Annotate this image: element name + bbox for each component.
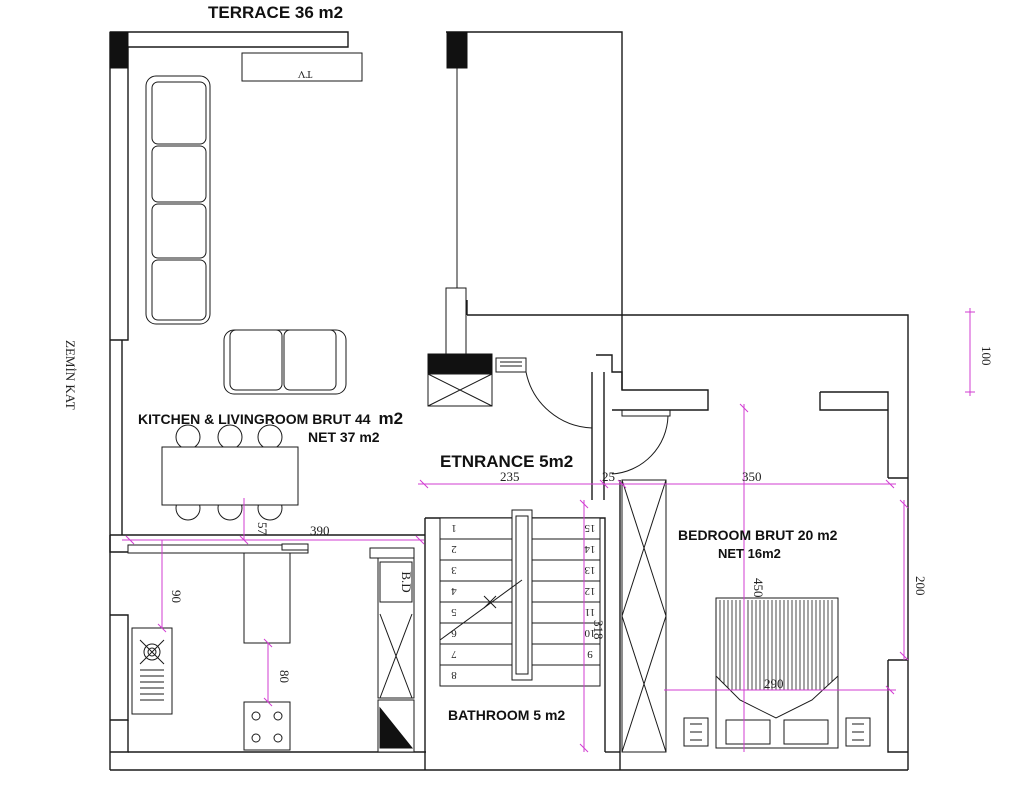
tv-label: TV bbox=[298, 68, 313, 80]
stair-number: 10 bbox=[584, 627, 596, 639]
stair-number: 8 bbox=[451, 669, 457, 681]
dim-390: 390 bbox=[310, 523, 330, 538]
walls bbox=[109, 31, 909, 771]
sofa-large bbox=[145, 75, 211, 325]
column-left bbox=[109, 31, 129, 69]
dim-57: 57 bbox=[255, 522, 270, 536]
bed bbox=[683, 597, 871, 749]
wardrobe bbox=[621, 479, 667, 753]
floor-name-label: ZEMİN KAT bbox=[63, 340, 78, 410]
entrance-door-swing bbox=[525, 371, 593, 429]
column-right bbox=[446, 31, 468, 69]
kitchen bbox=[127, 543, 309, 751]
stair-number: 2 bbox=[451, 543, 457, 555]
stair-number: 12 bbox=[585, 585, 596, 597]
bd-label: B.D bbox=[399, 571, 414, 592]
stair-number: 14 bbox=[584, 543, 596, 555]
stair-number: 1 bbox=[451, 522, 457, 534]
kitchen-brut-label: KITCHEN & LIVINGROOM BRUT 44 m2 bbox=[138, 409, 403, 428]
dim-100: 100 bbox=[979, 346, 994, 366]
stair-number: 7 bbox=[451, 648, 457, 660]
dim-25: 25 bbox=[602, 469, 615, 484]
kitchen-net-label: NET 37 m2 bbox=[308, 429, 380, 445]
stair-number: 3 bbox=[451, 564, 457, 576]
sofa-small bbox=[223, 329, 347, 395]
dim-235: 235 bbox=[500, 469, 520, 484]
dining-table bbox=[161, 424, 299, 521]
terrace-label: TERRACE 36 m2 bbox=[208, 3, 343, 22]
bedroom-door-swing bbox=[611, 415, 669, 475]
dimension-lines bbox=[122, 308, 975, 753]
bedroom-brut-label: BEDROOM BRUT 20 m2 bbox=[678, 527, 838, 543]
stairs bbox=[439, 509, 601, 687]
dim-90: 90 bbox=[169, 590, 184, 603]
stair-numbers-right: 15 14 13 12 11 10 9 bbox=[584, 522, 596, 660]
fireplace bbox=[427, 287, 527, 407]
stair-number: 9 bbox=[587, 648, 593, 660]
dim-200: 200 bbox=[913, 576, 928, 596]
stair-numbers-left: 1 2 3 4 5 6 7 8 bbox=[451, 522, 457, 681]
stair-number: 11 bbox=[585, 606, 596, 618]
bathroom-label: BATHROOM 5 m2 bbox=[448, 707, 565, 723]
entrance-label: ETNRANCE 5m2 bbox=[440, 452, 573, 471]
dim-450: 450 bbox=[751, 578, 766, 598]
dim-318: 318 bbox=[591, 620, 606, 640]
stair-number: 15 bbox=[584, 522, 596, 534]
bedroom-net-label: NET 16m2 bbox=[718, 546, 781, 561]
dim-350: 350 bbox=[742, 469, 762, 484]
stair-number: 13 bbox=[584, 564, 596, 576]
bd-cabinet bbox=[369, 547, 415, 753]
dim-290: 290 bbox=[764, 676, 784, 691]
tv-unit bbox=[241, 52, 363, 82]
stair-number: 6 bbox=[451, 627, 457, 639]
stair-number: 4 bbox=[451, 585, 457, 597]
dim-80: 80 bbox=[277, 670, 292, 683]
stair-number: 5 bbox=[451, 606, 457, 618]
